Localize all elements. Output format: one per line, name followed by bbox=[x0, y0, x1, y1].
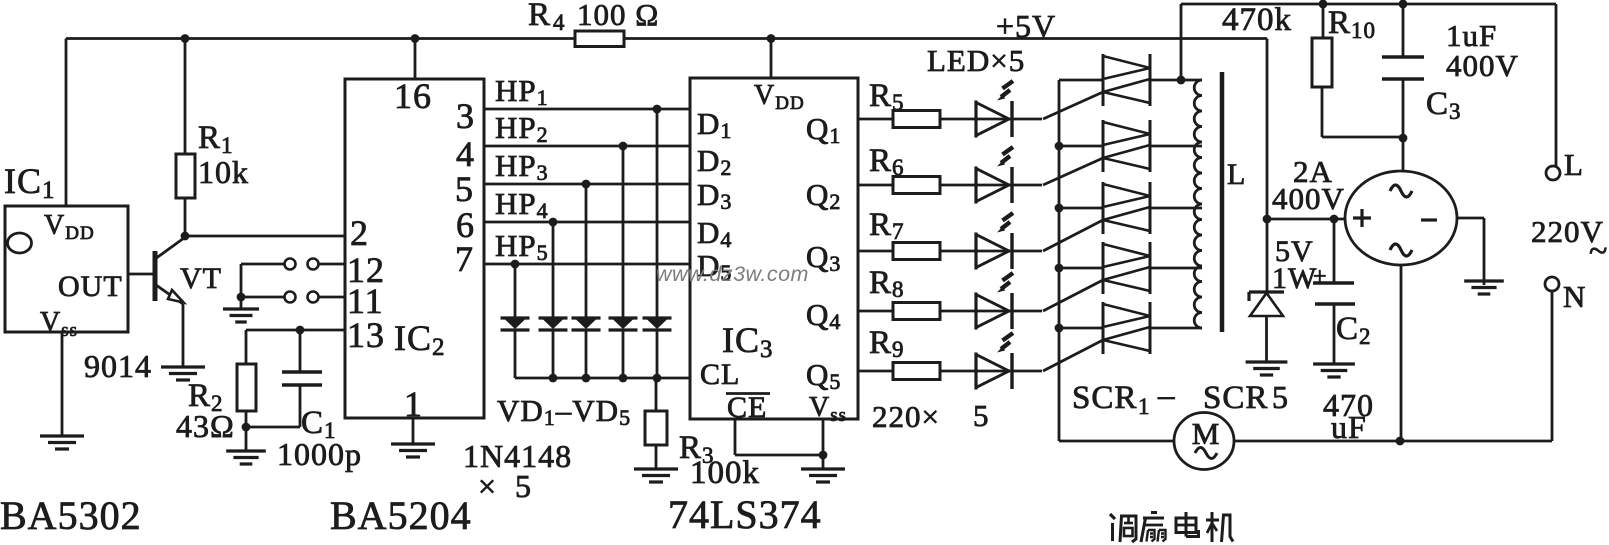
svg-text:BA5302: BA5302 bbox=[0, 493, 142, 538]
svg-text:4: 4 bbox=[456, 134, 475, 174]
svg-text:470: 470 bbox=[1323, 387, 1374, 423]
svg-text:5: 5 bbox=[455, 169, 474, 209]
svg-text:1W: 1W bbox=[1272, 262, 1317, 295]
svg-text:13: 13 bbox=[347, 315, 385, 355]
svg-text:HP1: HP1 bbox=[495, 73, 549, 110]
svg-text:74LS374: 74LS374 bbox=[668, 492, 822, 537]
svg-text:VT: VT bbox=[180, 262, 222, 295]
svg-text:Q1: Q1 bbox=[806, 111, 841, 148]
svg-text:CL: CL bbox=[700, 358, 740, 391]
svg-text:400V: 400V bbox=[1446, 48, 1519, 83]
svg-text:5V: 5V bbox=[1275, 235, 1314, 268]
svg-text:11: 11 bbox=[347, 281, 384, 321]
svg-text:C3: C3 bbox=[1426, 86, 1462, 124]
svg-text:2: 2 bbox=[350, 213, 369, 253]
svg-text:10k: 10k bbox=[198, 154, 249, 190]
svg-text:LED×5: LED×5 bbox=[927, 43, 1025, 78]
svg-text:R7: R7 bbox=[869, 207, 905, 244]
svg-text:IC2: IC2 bbox=[394, 318, 446, 361]
svg-text:BA5204: BA5204 bbox=[330, 493, 472, 538]
svg-text:1N4148: 1N4148 bbox=[463, 438, 572, 474]
svg-text:OUT: OUT bbox=[58, 270, 123, 303]
svg-text:43Ω: 43Ω bbox=[176, 408, 235, 444]
svg-text:CE: CE bbox=[727, 391, 767, 424]
svg-text:470k: 470k bbox=[1222, 2, 1292, 38]
svg-text:400V: 400V bbox=[1272, 181, 1345, 216]
svg-text:5: 5 bbox=[1272, 379, 1289, 415]
svg-text:1uF: 1uF bbox=[1446, 18, 1497, 53]
svg-text:220V: 220V bbox=[1531, 214, 1604, 249]
svg-text:HP3: HP3 bbox=[495, 148, 549, 185]
svg-text:N: N bbox=[1563, 279, 1586, 314]
svg-text:R3: R3 bbox=[679, 430, 715, 468]
svg-text:Q3: Q3 bbox=[806, 239, 841, 276]
svg-text:Q4: Q4 bbox=[806, 297, 841, 334]
svg-text:C2: C2 bbox=[1336, 311, 1372, 349]
svg-text:5: 5 bbox=[973, 398, 990, 433]
svg-text:R2: R2 bbox=[188, 378, 224, 416]
svg-text:12: 12 bbox=[347, 250, 385, 290]
svg-text:2A: 2A bbox=[1293, 154, 1333, 189]
svg-text:R: R bbox=[528, 0, 551, 33]
svg-text:1000p: 1000p bbox=[277, 436, 362, 472]
svg-text:L: L bbox=[1564, 147, 1584, 182]
svg-text:L: L bbox=[1227, 158, 1246, 191]
svg-text:Vss: Vss bbox=[809, 392, 847, 426]
svg-text:100 Ω: 100 Ω bbox=[577, 0, 659, 32]
svg-text:4: 4 bbox=[553, 10, 566, 35]
svg-text:www.dz3w.com: www.dz3w.com bbox=[656, 262, 809, 286]
svg-text:SCR: SCR bbox=[1072, 380, 1137, 416]
svg-text:1: 1 bbox=[404, 384, 423, 424]
svg-text:7: 7 bbox=[455, 239, 474, 279]
svg-text:1: 1 bbox=[1138, 394, 1151, 419]
svg-text:9014: 9014 bbox=[84, 348, 152, 384]
svg-text:–: – bbox=[1157, 378, 1176, 414]
svg-text:uF: uF bbox=[1331, 409, 1367, 445]
svg-text:M: M bbox=[1192, 416, 1221, 451]
svg-text:~: ~ bbox=[1589, 233, 1608, 270]
svg-text:× 5: × 5 bbox=[478, 468, 532, 504]
svg-text:100k: 100k bbox=[690, 455, 760, 491]
svg-text:6: 6 bbox=[456, 205, 475, 245]
svg-text:+: + bbox=[1313, 264, 1328, 290]
svg-text:16: 16 bbox=[394, 76, 432, 116]
svg-text:Q5: Q5 bbox=[806, 357, 841, 394]
svg-text:3: 3 bbox=[456, 96, 475, 136]
svg-text:220×: 220× bbox=[872, 399, 940, 434]
svg-text:SCR: SCR bbox=[1203, 380, 1268, 416]
svg-text:+5V: +5V bbox=[996, 8, 1056, 44]
svg-text:VD1–VD5: VD1–VD5 bbox=[497, 393, 631, 430]
